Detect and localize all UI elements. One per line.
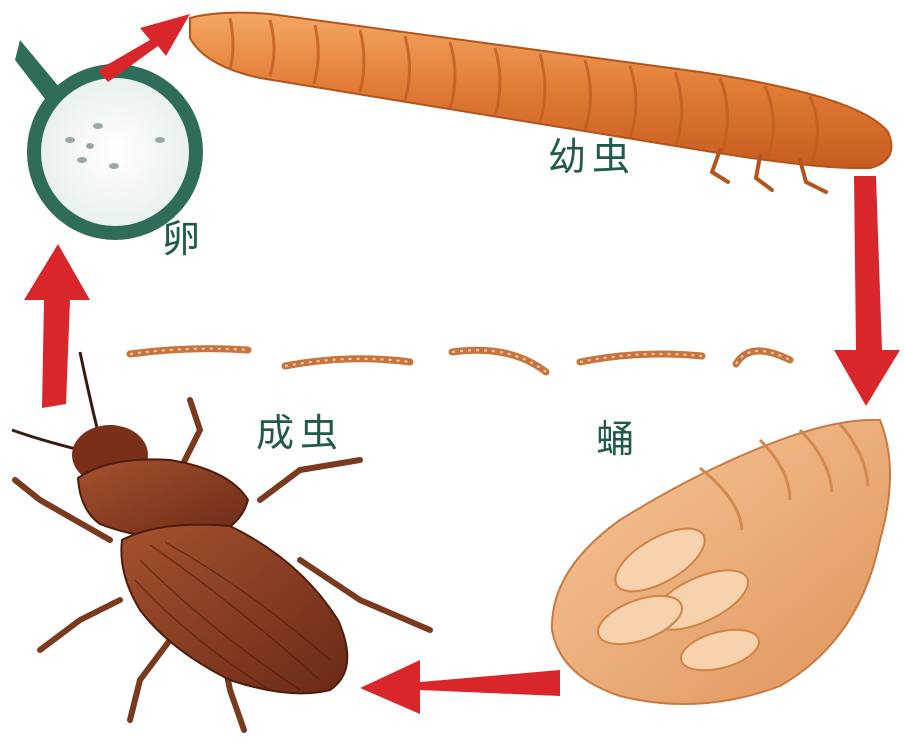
- stage-label-egg: 卵: [162, 220, 206, 258]
- small-larvae-row-icon: [130, 349, 790, 372]
- larva-illustration: [190, 13, 891, 192]
- arrow-adult-to-egg: [24, 244, 90, 408]
- stage-label-pupa: 蛹: [596, 420, 640, 458]
- stage-label-larva: 幼虫: [548, 138, 636, 176]
- beetle-illustration: [12, 352, 430, 730]
- arrow-pupa-to-adult: [360, 660, 560, 714]
- stage-label-adult: 成虫: [256, 414, 344, 452]
- pupa-illustration: [552, 420, 890, 704]
- arrow-larva-to-pupa: [834, 176, 900, 406]
